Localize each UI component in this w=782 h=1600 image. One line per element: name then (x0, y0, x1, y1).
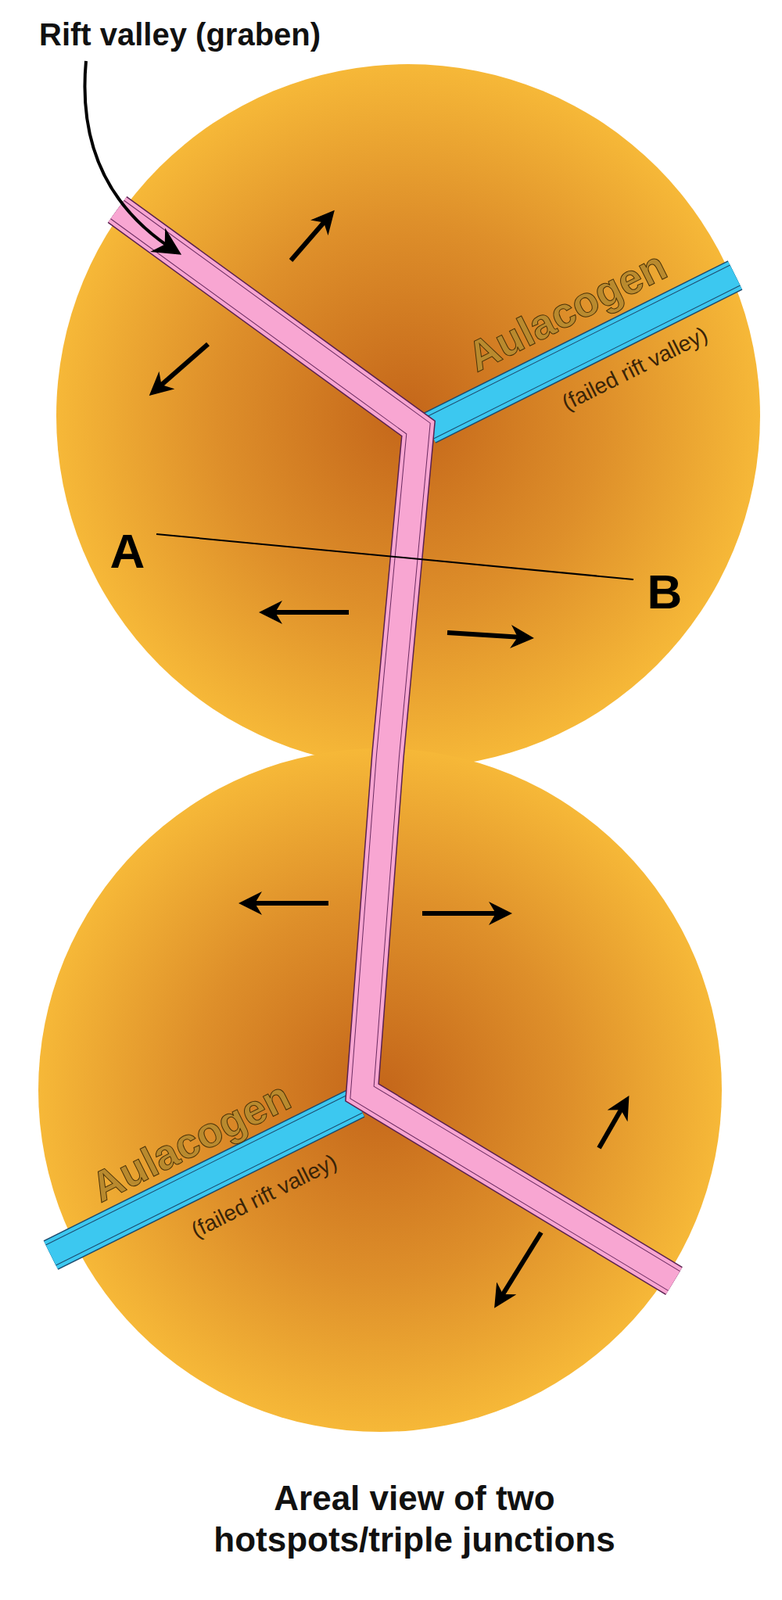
section-line (156, 534, 634, 580)
rift-valley-label: Rift valley (graben) (39, 17, 321, 52)
section-end-label: A (110, 524, 146, 578)
figure-caption: Areal view of two hotspots/triple juncti… (201, 1477, 628, 1561)
section-end-label: B (647, 565, 683, 619)
leader-arrow (84, 60, 177, 252)
